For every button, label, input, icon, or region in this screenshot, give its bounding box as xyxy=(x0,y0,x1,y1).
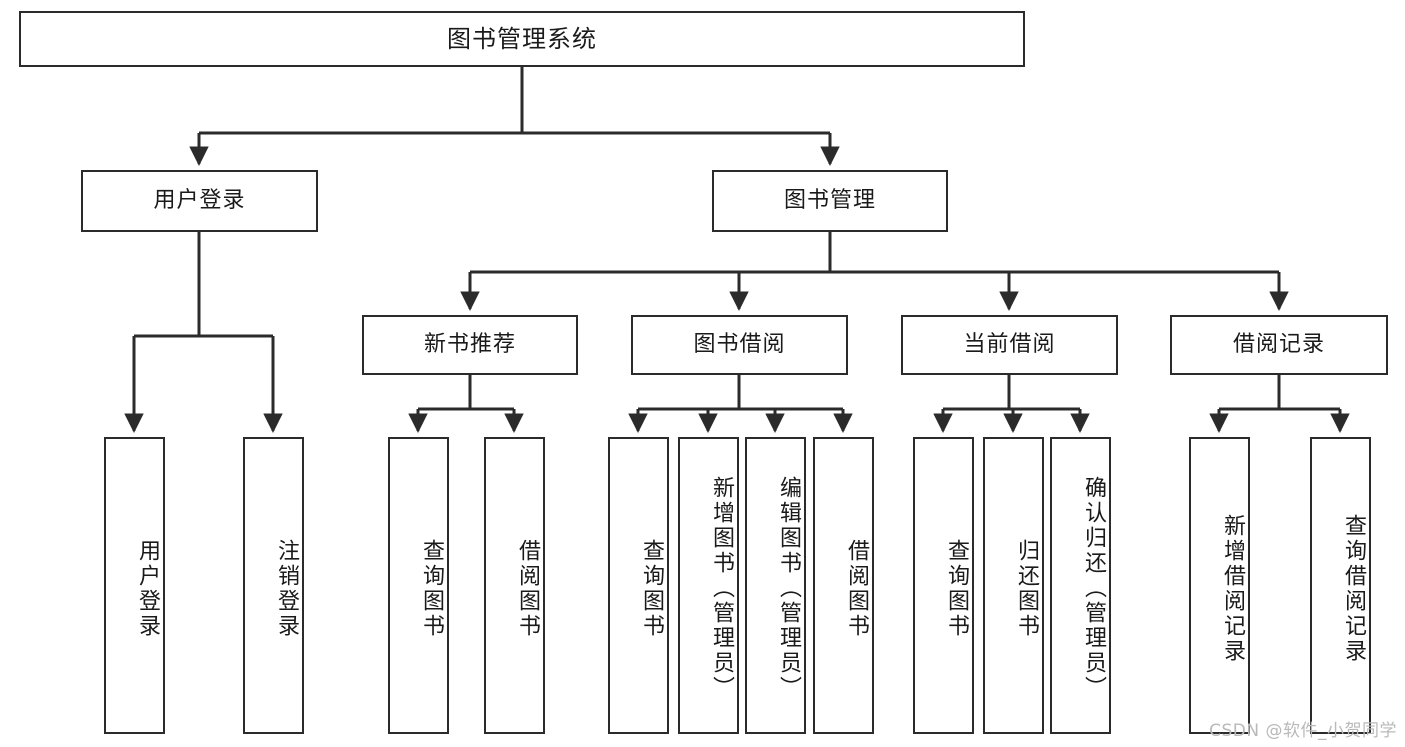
node-label: 编辑图书（管理员） xyxy=(776,476,801,701)
leaf-user-login[interactable]: 用户登录 xyxy=(104,437,165,734)
node-label: 查询借阅记录 xyxy=(1341,513,1366,664)
node-label: 借阅图书 xyxy=(844,538,869,639)
leaf-query-book-newbook[interactable]: 查询图书 xyxy=(388,437,449,734)
leaf-query-book-current[interactable]: 查询图书 xyxy=(913,437,974,734)
leaf-borrow-book[interactable]: 借阅图书 xyxy=(813,437,874,734)
leaf-add-book-admin[interactable]: 新增图书（管理员） xyxy=(678,437,739,734)
node-book-borrow[interactable]: 图书借阅 xyxy=(631,315,848,375)
node-label: 图书管理 xyxy=(783,187,876,213)
leaf-query-book-borrow[interactable]: 查询图书 xyxy=(608,437,669,734)
node-label: 图书借阅 xyxy=(693,331,786,357)
leaf-add-borrow-record[interactable]: 新增借阅记录 xyxy=(1189,437,1250,734)
leaf-confirm-return-admin[interactable]: 确认归还（管理员） xyxy=(1050,437,1111,734)
node-label: 查询图书 xyxy=(419,538,444,639)
node-new-book-recommend[interactable]: 新书推荐 xyxy=(362,315,578,375)
node-label: 查询图书 xyxy=(944,538,969,639)
node-label: 注销登录 xyxy=(274,538,299,639)
node-label: 借阅图书 xyxy=(515,538,540,639)
node-label: 当前借阅 xyxy=(963,331,1056,357)
node-book-management[interactable]: 图书管理 xyxy=(712,170,948,232)
node-label: 用户登录 xyxy=(153,187,246,213)
node-label: 图书管理系统 xyxy=(447,24,597,53)
node-label: 新增图书（管理员） xyxy=(709,476,734,701)
leaf-edit-book-admin[interactable]: 编辑图书（管理员） xyxy=(745,437,806,734)
leaf-logout[interactable]: 注销登录 xyxy=(243,437,304,734)
node-user-login[interactable]: 用户登录 xyxy=(81,170,318,232)
node-label: 新书推荐 xyxy=(423,331,516,357)
node-label: 归还图书 xyxy=(1014,538,1039,639)
node-borrow-record[interactable]: 借阅记录 xyxy=(1170,315,1388,375)
node-label: 用户登录 xyxy=(135,538,160,639)
leaf-borrow-book-newbook[interactable]: 借阅图书 xyxy=(484,437,545,734)
watermark: CSDN @软件_小贺同学 xyxy=(1209,721,1397,741)
node-current-borrow[interactable]: 当前借阅 xyxy=(901,315,1118,375)
node-label: 新增借阅记录 xyxy=(1220,513,1245,664)
node-label: 借阅记录 xyxy=(1232,331,1325,357)
node-root-system[interactable]: 图书管理系统 xyxy=(19,11,1025,67)
leaf-return-book[interactable]: 归还图书 xyxy=(983,437,1044,734)
node-label: 确认归还（管理员） xyxy=(1081,476,1106,701)
leaf-query-borrow-record[interactable]: 查询借阅记录 xyxy=(1310,437,1371,734)
node-label: 查询图书 xyxy=(639,538,664,639)
